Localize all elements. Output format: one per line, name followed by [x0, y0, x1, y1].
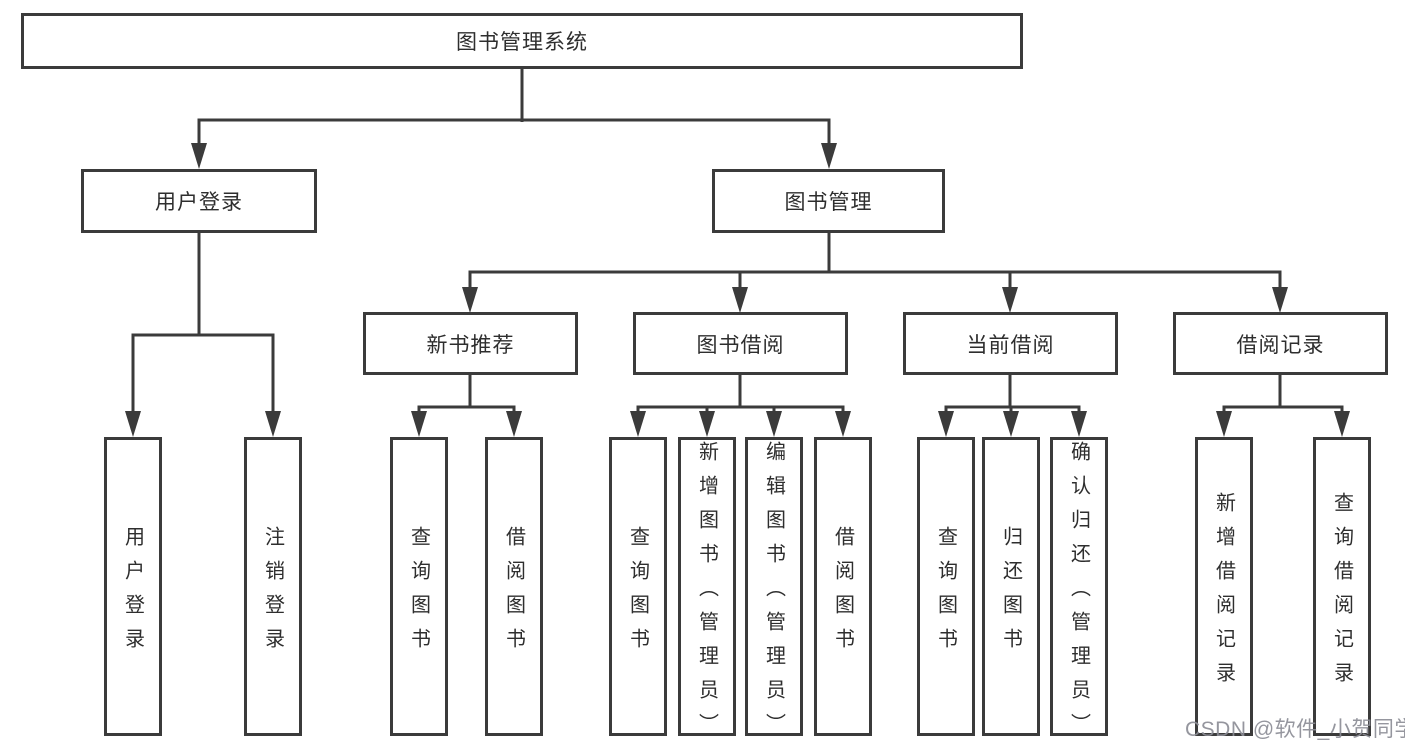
node-root-system: 图书管理系统: [21, 13, 1023, 69]
node-book-management-label: 图书管理: [784, 191, 873, 214]
leaf-current-query-book-label: 查询图书: [934, 525, 957, 662]
node-new-book-recommend: 新书推荐: [363, 312, 578, 375]
leaf-record-add-borrow-record-label: 新增借阅记录: [1212, 491, 1235, 696]
node-current-borrow: 当前借阅: [903, 312, 1118, 375]
leaf-current-confirm-return-admin-label: 确认归还（管理员）: [1067, 440, 1090, 747]
node-book-borrow: 图书借阅: [633, 312, 848, 375]
leaf-borrow-edit-book-admin: 编辑图书（管理员）: [745, 437, 803, 747]
leaf-logout-label: 注销登录: [261, 525, 284, 662]
leaf-current-confirm-return-admin: 确认归还（管理员）: [1050, 437, 1108, 747]
leaf-record-add-borrow-record: 新增借阅记录: [1195, 437, 1253, 736]
leaf-current-return-book: 归还图书: [982, 437, 1040, 736]
node-user-login-label: 用户登录: [155, 191, 243, 214]
leaf-newbook-borrow-book-label: 借阅图书: [502, 525, 525, 662]
leaf-borrow-borrow-book-label: 借阅图书: [831, 525, 854, 662]
leaf-borrow-add-book-admin-label: 新增图书（管理员）: [695, 440, 718, 747]
leaf-record-query-borrow-record: 查询借阅记录: [1313, 437, 1371, 736]
node-root-label: 图书管理系统: [456, 31, 588, 54]
leaf-borrow-add-book-admin: 新增图书（管理员）: [678, 437, 736, 747]
leaf-borrow-edit-book-admin-label: 编辑图书（管理员）: [762, 440, 785, 747]
node-book-borrow-label: 图书借阅: [696, 333, 785, 357]
node-new-book-recommend-label: 新书推荐: [426, 333, 515, 357]
leaf-user-login: 用户登录: [104, 437, 162, 736]
node-borrow-record: 借阅记录: [1173, 312, 1388, 375]
leaf-newbook-query-book-label: 查询图书: [407, 525, 430, 662]
leaf-user-login-label: 用户登录: [121, 525, 144, 662]
leaf-newbook-query-book: 查询图书: [390, 437, 448, 736]
leaf-borrow-query-book: 查询图书: [609, 437, 667, 736]
node-book-management: 图书管理: [712, 169, 945, 233]
leaf-record-query-borrow-record-label: 查询借阅记录: [1330, 491, 1353, 696]
arrowheads: [125, 143, 1350, 437]
node-borrow-record-label: 借阅记录: [1236, 333, 1325, 357]
leaf-current-query-book: 查询图书: [917, 437, 975, 736]
leaf-current-return-book-label: 归还图书: [999, 525, 1022, 662]
leaf-newbook-borrow-book: 借阅图书: [485, 437, 543, 736]
csdn-watermark: CSDN @软件_小贺同学: [1185, 718, 1405, 741]
node-user-login: 用户登录: [81, 169, 317, 233]
leaf-logout: 注销登录: [244, 437, 302, 736]
leaf-borrow-query-book-label: 查询图书: [626, 525, 649, 662]
node-current-borrow-label: 当前借阅: [966, 333, 1055, 357]
leaf-borrow-borrow-book: 借阅图书: [814, 437, 872, 736]
